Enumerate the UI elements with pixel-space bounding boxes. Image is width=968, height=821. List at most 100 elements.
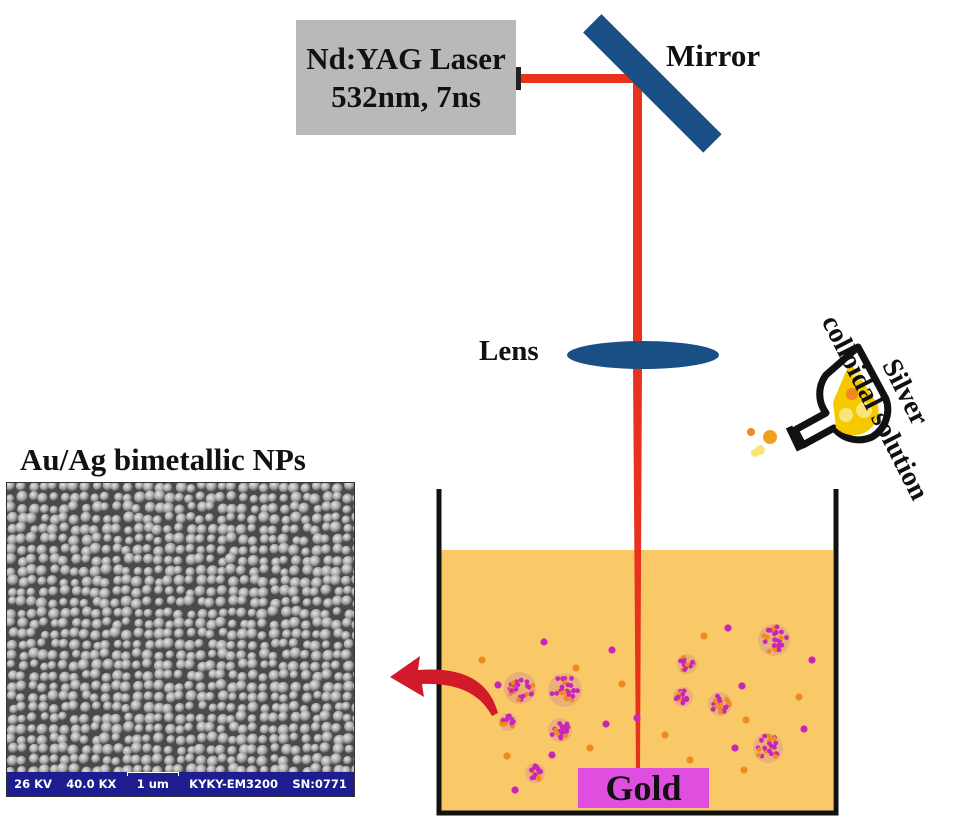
sem-particle bbox=[164, 492, 177, 505]
sem-particle bbox=[48, 608, 61, 621]
sem-particle bbox=[92, 514, 102, 524]
sem-particle bbox=[288, 544, 300, 557]
sem-particle bbox=[205, 691, 216, 702]
sem-particle bbox=[281, 649, 292, 660]
sem-particle bbox=[291, 595, 301, 606]
sem-particle bbox=[100, 693, 111, 704]
sem-particle bbox=[322, 575, 333, 586]
nanoparticle bbox=[532, 763, 538, 769]
sem-particle bbox=[27, 724, 37, 734]
nanoparticle bbox=[771, 643, 777, 648]
sem-particle bbox=[99, 588, 111, 600]
sem-particle bbox=[321, 669, 333, 681]
sem-particle bbox=[321, 640, 331, 650]
laser-beam-vertical bbox=[633, 78, 642, 366]
sem-particle bbox=[122, 483, 133, 493]
nanoparticle bbox=[586, 744, 594, 752]
sem-particle bbox=[299, 577, 312, 590]
sem-particle bbox=[59, 522, 70, 533]
sem-particle bbox=[26, 596, 37, 607]
nanoparticle bbox=[680, 700, 686, 706]
sem-particle bbox=[101, 672, 112, 684]
sem-particle bbox=[70, 525, 82, 537]
sem-particle bbox=[153, 489, 166, 502]
sem-particle bbox=[258, 483, 270, 494]
sem-particle bbox=[343, 639, 354, 650]
sem-particle bbox=[7, 543, 17, 555]
sem-particle bbox=[291, 628, 303, 640]
sem-particle bbox=[143, 608, 153, 618]
sem-particle bbox=[268, 712, 279, 723]
sem-particle bbox=[236, 503, 248, 515]
sem-particle bbox=[57, 742, 69, 754]
nanoparticle bbox=[723, 705, 729, 711]
sem-particle bbox=[312, 596, 323, 607]
sem-particle bbox=[185, 753, 195, 763]
nanoparticle bbox=[762, 745, 768, 751]
sem-particle bbox=[25, 553, 37, 565]
sem-particle bbox=[259, 712, 271, 723]
sem-particle bbox=[39, 672, 50, 683]
sem-particle bbox=[226, 512, 236, 522]
sem-particle bbox=[250, 597, 261, 609]
sem-particle bbox=[69, 597, 80, 608]
sem-particle bbox=[48, 671, 58, 682]
sem-particle bbox=[330, 660, 341, 671]
sem-particle bbox=[269, 734, 280, 745]
laser-name: Nd:YAG Laser bbox=[306, 41, 506, 77]
sem-particle bbox=[250, 505, 260, 515]
nanoparticle bbox=[767, 628, 773, 633]
sem-particle bbox=[89, 668, 101, 680]
nanoparticle bbox=[759, 737, 764, 743]
sem-particle bbox=[60, 492, 71, 503]
sem-particle bbox=[60, 628, 71, 639]
nanoparticle bbox=[513, 686, 519, 692]
sem-particle bbox=[320, 483, 331, 493]
sem-particle bbox=[277, 533, 289, 545]
sem-particle bbox=[175, 725, 186, 735]
sem-particle bbox=[176, 650, 187, 662]
sem-particle bbox=[331, 723, 342, 734]
sem-particle bbox=[352, 600, 354, 608]
laser-spec: 532nm, 7ns bbox=[331, 78, 481, 114]
sem-particle bbox=[173, 574, 186, 587]
sem-particle bbox=[18, 660, 29, 672]
sem-particle bbox=[111, 757, 121, 767]
sem-particle bbox=[256, 745, 269, 757]
sem-particle bbox=[247, 523, 257, 533]
sem-particle bbox=[69, 544, 80, 555]
sem-particle bbox=[29, 491, 39, 501]
nanoparticle bbox=[478, 656, 486, 664]
sem-particle bbox=[207, 574, 218, 585]
sem-particle bbox=[248, 483, 261, 492]
sem-particle bbox=[280, 504, 291, 515]
sem-particle bbox=[206, 587, 217, 598]
sem-particle bbox=[59, 724, 71, 736]
sem-particle bbox=[312, 753, 323, 764]
sem-particle bbox=[186, 512, 196, 522]
sem-particle bbox=[206, 731, 219, 743]
sem-particle bbox=[141, 649, 154, 661]
sem-particle bbox=[81, 670, 92, 680]
sem-particle bbox=[17, 609, 27, 619]
nanoparticle bbox=[559, 684, 565, 690]
sem-particle bbox=[300, 649, 310, 660]
sem-particle bbox=[290, 745, 302, 757]
sem-particle bbox=[258, 673, 268, 683]
sem-particle bbox=[25, 531, 38, 544]
sem-particle bbox=[143, 566, 154, 577]
sem-particle bbox=[278, 668, 290, 680]
sem-particle bbox=[341, 701, 351, 712]
sem-particle bbox=[72, 618, 82, 628]
sem-particle bbox=[29, 619, 41, 631]
sem-particle bbox=[228, 586, 240, 597]
sem-particle bbox=[341, 631, 351, 641]
sem-particle bbox=[155, 578, 164, 588]
sem-particle bbox=[204, 597, 215, 609]
sem-particle bbox=[270, 754, 280, 763]
sem-particle bbox=[89, 649, 101, 661]
sem-particle bbox=[310, 762, 322, 775]
sem-particle bbox=[28, 693, 39, 704]
sem-particle bbox=[271, 638, 281, 649]
sem-particle bbox=[183, 594, 195, 607]
